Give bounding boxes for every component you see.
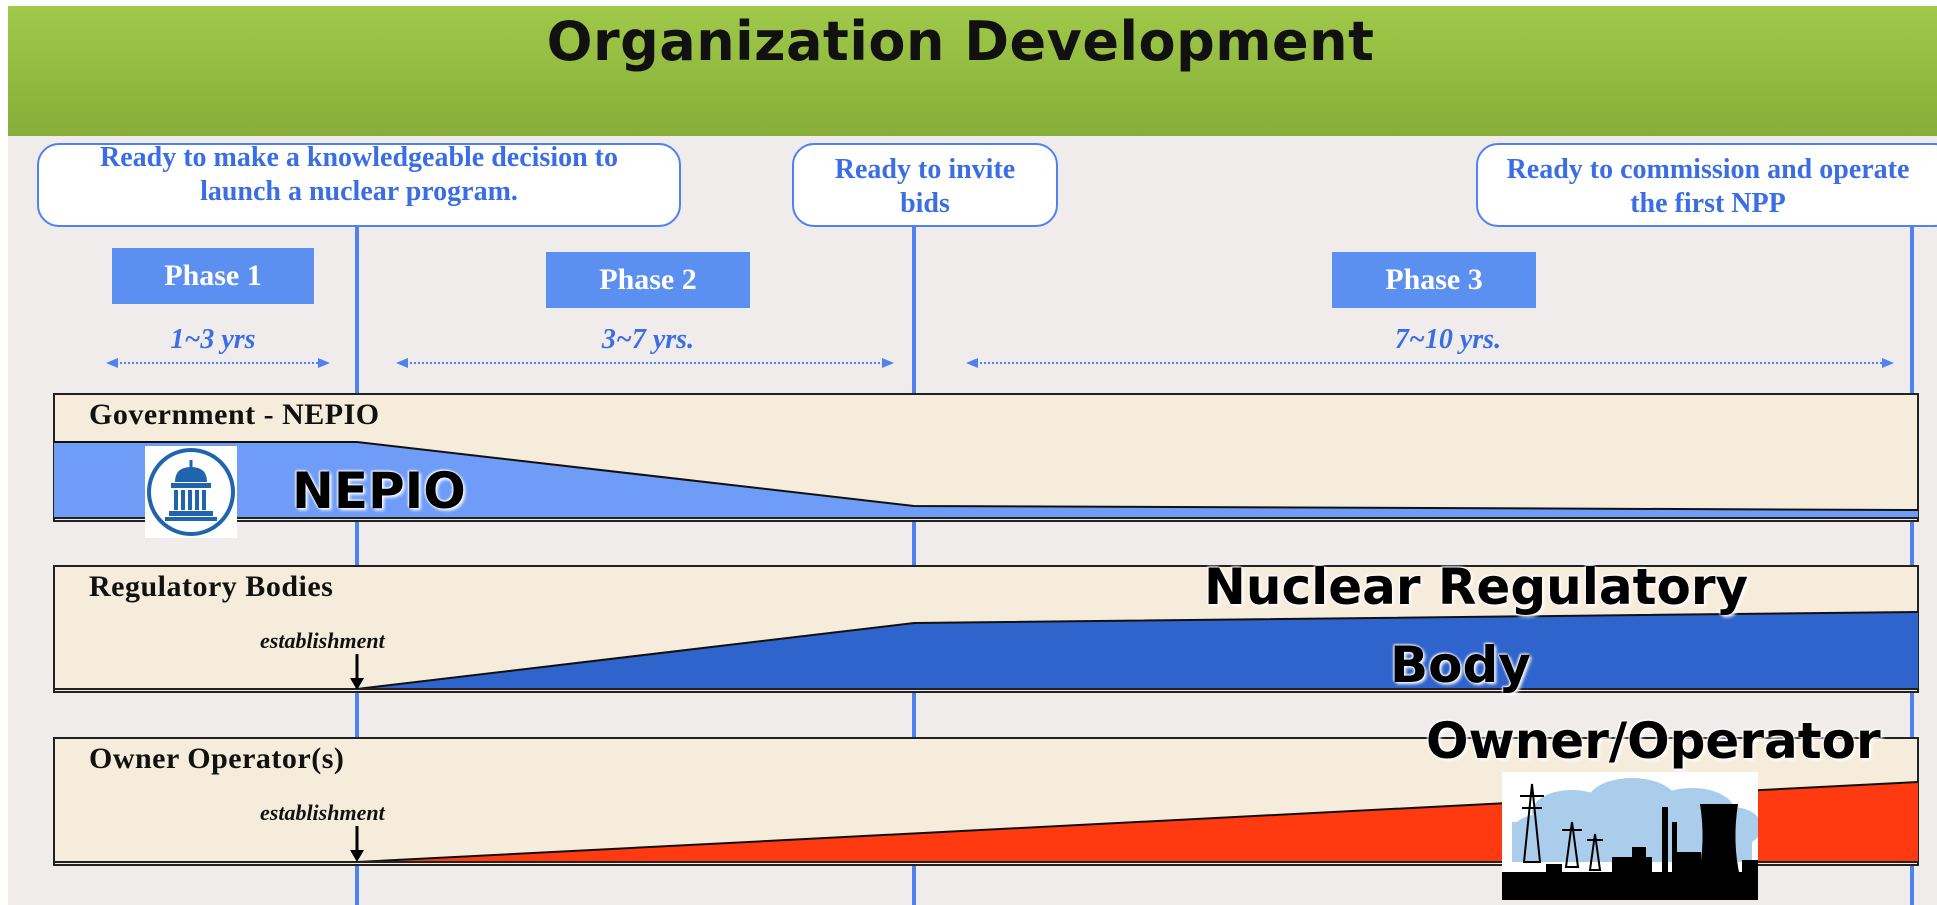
phase-1-duration: 1~3 yrs (170, 324, 256, 355)
band-regulatory (53, 565, 1919, 693)
band-label-regulatory: Regulatory Bodies (89, 570, 334, 603)
milestone-text-2: Ready to invite bids (834, 154, 1016, 219)
page-title: Organization Development (546, 10, 1375, 73)
owner-overlay-label: Owner/Operator (1426, 712, 1881, 770)
phase-2-label: Phase 2 (546, 252, 750, 308)
capitol-icon (145, 446, 237, 538)
regulatory-overlay-line2: Body (1390, 636, 1531, 694)
milestone-bubble-1: Ready to make a knowledgeable decision t… (37, 142, 681, 227)
power-plant-icon (1502, 772, 1762, 900)
regulatory-overlay-line1: Nuclear Regulatory (1204, 558, 1749, 616)
milestone-text-1: Ready to make a knowledgeable decision t… (100, 142, 618, 207)
milestone-text-3: Ready to commission and operate the firs… (1506, 154, 1910, 219)
band-label-government: Government - NEPIO (89, 398, 380, 431)
milestone-bubble-3: Ready to commission and operate the firs… (1476, 143, 1937, 227)
phase-3-duration: 7~10 yrs. (1394, 324, 1502, 355)
header-bar: Organization Development (8, 6, 1937, 136)
phase-2-duration: 3~7 yrs. (601, 324, 695, 355)
nepio-overlay-label: NEPIO (292, 462, 466, 520)
band-government (53, 393, 1919, 522)
milestone-bubble-2: Ready to invite bids (792, 143, 1058, 227)
phase-3-label: Phase 3 (1332, 252, 1536, 308)
band-label-owner: Owner Operator(s) (89, 742, 345, 775)
phase-1-label: Phase 1 (112, 248, 314, 304)
arrow-heads (106, 358, 1894, 368)
regulatory-area (357, 612, 1918, 689)
slide: Organization Development (8, 6, 1937, 905)
owner-establishment-note: establishment (260, 800, 385, 825)
regulatory-establishment-note: establishment (260, 628, 385, 653)
